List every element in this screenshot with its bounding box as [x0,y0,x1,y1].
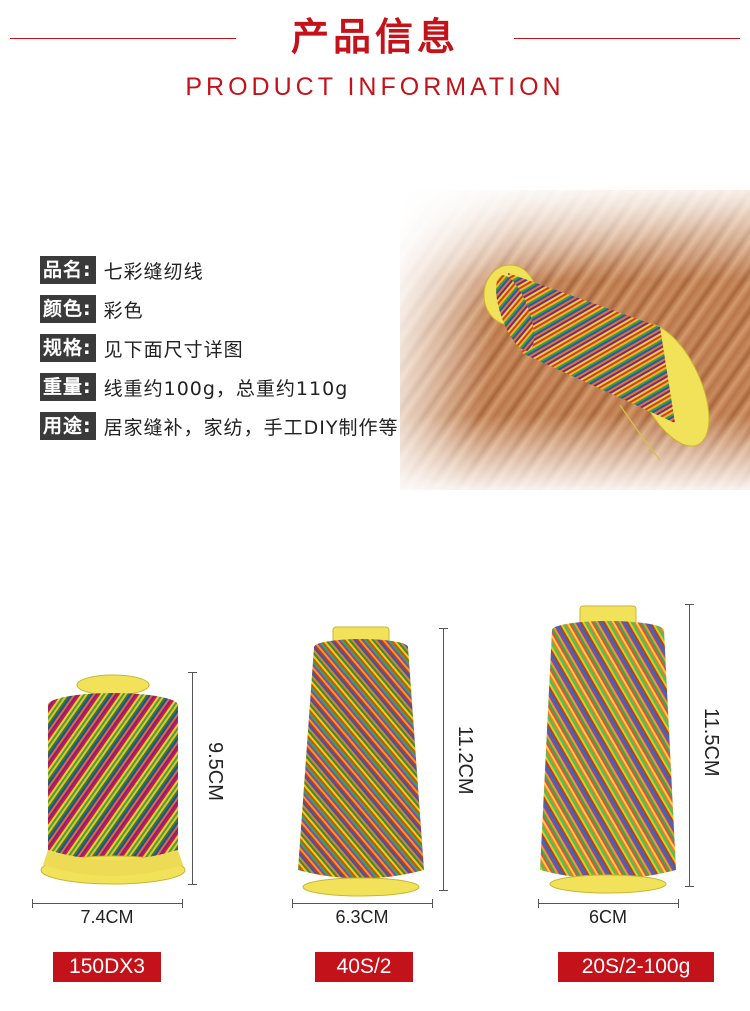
spec-label: 重量: [40,373,96,401]
spool-150dx3-image [40,674,186,885]
spec-value: 见下面尺寸详图 [103,338,244,361]
spec-badge: 20S/2-100g [558,952,714,982]
spec-value: 居家缝补，家纺，手工DIY制作等 [103,416,399,439]
width-label: 7.4CM [80,907,134,927]
spec-label: 规格: [40,334,96,362]
spec-badge: 150DX3 [53,952,161,982]
spec-label: 用途: [40,412,96,440]
height-label: 11.2CM [454,726,476,795]
height-label: 11.5CM [700,708,722,777]
cone-20s2-image [540,605,676,894]
dimension-tick [432,899,433,908]
width-dimension-line [538,903,678,904]
dimension-tick [538,899,539,908]
dimension-tick [678,899,679,908]
dimension-tick [188,672,197,673]
height-dimension-line [192,672,193,884]
header-rule-left [10,38,236,39]
dimension-tick [685,604,694,605]
width-label: 6CM [588,907,627,927]
dimension-tick [188,884,197,885]
spec-row-size: 规格: 见下面尺寸详图 [40,334,244,362]
spec-label: 颜色: [40,295,96,323]
spec-row-usage: 用途: 居家缝补，家纺，手工DIY制作等 [40,412,398,440]
width-dimension-line [32,903,182,904]
spec-label: 品名: [40,256,96,284]
cone-40s2-image [298,626,424,897]
dimension-tick [685,886,694,887]
hero-thread-spool-image [483,264,710,461]
height-dimension-line [689,604,690,886]
spec-value: 线重约100g，总重约110g [103,377,349,400]
spec-row-name: 品名: 七彩缝纫线 [40,256,204,284]
spec-row-weight: 重量: 线重约100g，总重约110g [40,373,348,401]
header-rule-right [514,38,740,39]
dimension-tick [32,899,33,908]
width-dimension-line [292,903,432,904]
dimension-tick [439,628,448,629]
dimension-tick [182,899,183,908]
height-dimension-line [443,628,444,890]
spec-value: 七彩缝纫线 [103,260,204,283]
height-label: 9.5CM [204,742,226,801]
dimension-tick [439,890,448,891]
page-subtitle: PRODUCT INFORMATION [185,73,565,101]
spec-value: 彩色 [103,299,144,322]
page-title: 产品信息 [290,15,459,59]
spec-badge: 40S/2 [315,952,413,982]
width-label: 6.3CM [335,907,389,927]
dimension-tick [292,899,293,908]
spec-row-color: 颜色: 彩色 [40,295,144,323]
